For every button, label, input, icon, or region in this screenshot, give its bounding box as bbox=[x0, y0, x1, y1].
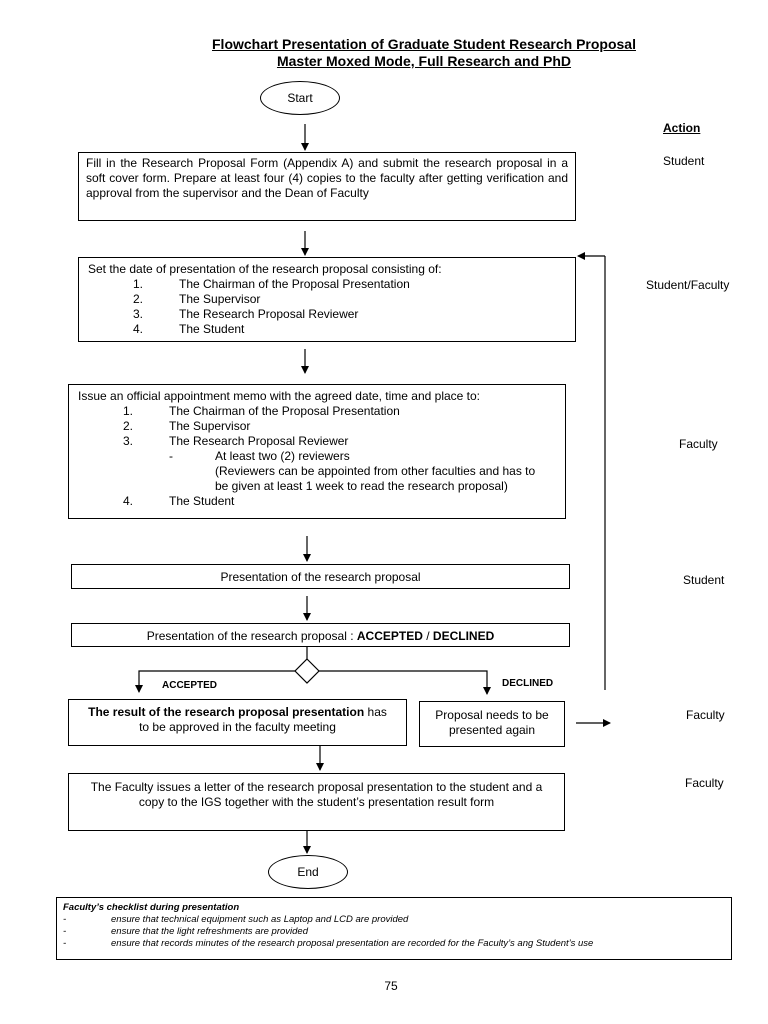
decision-diamond bbox=[294, 658, 320, 684]
step-issue-memo: Issue an official appointment memo with … bbox=[68, 384, 566, 519]
declined-line1: Proposal needs to be bbox=[435, 708, 549, 722]
checklist-item: -ensure that the light refreshments are … bbox=[63, 926, 308, 937]
step-submit-proposal: Fill in the Research Proposal Form (Appe… bbox=[78, 152, 576, 221]
list-item: 4.The Student bbox=[123, 494, 235, 508]
accepted-result-box: The result of the research proposal pres… bbox=[68, 699, 407, 746]
list-item: 3.The Research Proposal Reviewer bbox=[123, 434, 349, 448]
step-submit-proposal-text: Fill in the Research Proposal Form (Appe… bbox=[86, 156, 568, 200]
decision-prefix: Presentation of the research proposal : bbox=[146, 629, 354, 643]
branch-declined-label: DECLINED bbox=[502, 678, 554, 689]
decision-slash: / bbox=[426, 629, 430, 643]
sub-list-note-line1: (Reviewers can be appointed from other f… bbox=[215, 464, 536, 478]
faculty-checklist: Faculty’s checklist during presentation … bbox=[56, 897, 732, 960]
diagram-title-line2: Master Moxed Mode, Full Research and PhD bbox=[276, 53, 572, 69]
action-faculty-2: Faculty bbox=[686, 708, 725, 722]
list-item: 2.The Supervisor bbox=[123, 419, 251, 433]
list-item: 1.The Chairman of the Proposal Presentat… bbox=[133, 277, 410, 291]
branch-declined-line bbox=[319, 670, 491, 695]
sub-list-item: -At least two (2) reviewers bbox=[169, 449, 350, 463]
accepted-result-rest1: has bbox=[367, 705, 387, 719]
start-label: Start bbox=[287, 91, 313, 105]
step-decision-result: Presentation of the research proposal : … bbox=[71, 623, 570, 647]
list-item: 4.The Student bbox=[133, 322, 245, 336]
list-item: 2.The Supervisor bbox=[133, 292, 261, 306]
action-student-faculty: Student/Faculty bbox=[646, 278, 730, 292]
step-issue-letter-line1: The Faculty issues a letter of the resea… bbox=[90, 780, 543, 794]
action-student-2: Student bbox=[683, 573, 725, 587]
action-student-1: Student bbox=[663, 154, 705, 168]
declined-result-box: Proposal needs to be presented again bbox=[419, 701, 565, 747]
list-item: 3.The Research Proposal Reviewer bbox=[133, 307, 359, 321]
checklist-item: -ensure that technical equipment such as… bbox=[63, 914, 409, 925]
declined-line2: presented again bbox=[448, 723, 536, 737]
step-set-date: Set the date of presentation of the rese… bbox=[78, 257, 576, 342]
accepted-result-bold: The result of the research proposal pres… bbox=[88, 705, 365, 719]
step-presentation: Presentation of the research proposal bbox=[71, 564, 570, 589]
page-number: 75 bbox=[384, 979, 398, 993]
end-terminal: End bbox=[268, 855, 348, 889]
step-set-date-intro: Set the date of presentation of the rese… bbox=[88, 262, 442, 276]
decision-accepted: ACCEPTED bbox=[356, 629, 423, 643]
checklist-item: -ensure that records minutes of the rese… bbox=[63, 938, 594, 949]
action-header: Action bbox=[663, 121, 701, 135]
step-issue-memo-intro: Issue an official appointment memo with … bbox=[78, 389, 481, 403]
step-issue-letter: The Faculty issues a letter of the resea… bbox=[68, 773, 565, 831]
decision-declined: DECLINED bbox=[432, 629, 495, 643]
branch-accepted-label: ACCEPTED bbox=[162, 680, 218, 691]
branch-accepted-line bbox=[135, 670, 295, 693]
action-faculty-3: Faculty bbox=[685, 776, 724, 790]
sub-list-note-line2: be given at least 1 week to read the res… bbox=[215, 479, 508, 493]
step-presentation-text: Presentation of the research proposal bbox=[220, 570, 421, 584]
list-item: 1.The Chairman of the Proposal Presentat… bbox=[123, 404, 400, 418]
action-faculty-1: Faculty bbox=[679, 437, 718, 451]
checklist-title: Faculty’s checklist during presentation bbox=[63, 902, 240, 913]
diagram-title-line1: Flowchart Presentation of Graduate Stude… bbox=[212, 36, 636, 52]
end-label: End bbox=[297, 865, 319, 879]
accepted-result-rest2: to be approved in the faculty meeting bbox=[139, 720, 336, 734]
start-terminal: Start bbox=[260, 81, 340, 115]
step-issue-letter-line2: copy to the IGS together with the studen… bbox=[138, 795, 495, 809]
